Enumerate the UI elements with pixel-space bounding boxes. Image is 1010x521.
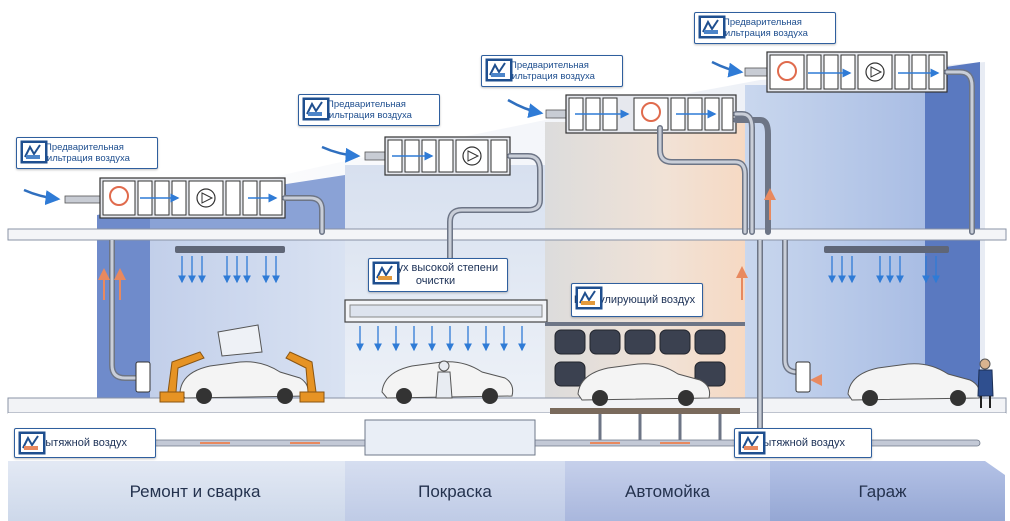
zone-bg-repair xyxy=(8,461,345,521)
intake-arrows xyxy=(23,60,744,206)
worker-icon xyxy=(435,360,453,399)
exhaust-text: Вытяжной воздух xyxy=(38,436,127,449)
zone-paint: Покраска xyxy=(418,481,492,501)
prefilter-text: Предварительная фильтрация воздуха xyxy=(39,142,130,164)
high-purity-text: Воздух высокой степени очистки xyxy=(372,262,499,287)
exhaust-text: Вытяжной воздух xyxy=(756,436,845,449)
exhaust-grille-repair xyxy=(135,361,151,393)
circulating-text: Циркулирующий воздух xyxy=(573,293,696,306)
prefilter-label-garage: Предварительная фильтрация воздуха xyxy=(694,12,836,44)
air-unit-garage xyxy=(744,51,948,93)
filter-unit-icon xyxy=(738,431,766,455)
zone-wash: Автомойка xyxy=(625,481,710,501)
car-icon xyxy=(577,363,711,406)
underfloor-pipes xyxy=(598,414,722,440)
worker-icon xyxy=(977,358,994,408)
filter-unit-icon xyxy=(698,15,726,39)
zone-bg-wash xyxy=(565,461,770,521)
filter-unit-icon xyxy=(20,140,48,164)
zone-garage: Гараж xyxy=(858,481,907,501)
prefilter-text: Предварительная фильтрация воздуха xyxy=(717,17,808,39)
air-unit-paint xyxy=(364,136,511,176)
prefilter-text: Предварительная фильтрация воздуха xyxy=(321,99,412,121)
diffusers-repair xyxy=(175,246,285,284)
diffusers-garage xyxy=(824,246,949,284)
filter-unit-icon xyxy=(485,58,513,82)
prefilter-label-repair: Предварительная фильтрация воздуха xyxy=(16,137,158,169)
zone-bg-garage xyxy=(770,461,1005,521)
robot-icon xyxy=(159,351,325,403)
car-door-panel xyxy=(217,324,263,357)
prefilter-text: Предварительная фильтрация воздуха xyxy=(504,60,595,82)
ceiling-beam xyxy=(7,228,1007,241)
paint-pit xyxy=(364,419,536,456)
exhaust-grille-garage xyxy=(795,361,811,393)
exhaust-label-right: Вытяжной воздух xyxy=(734,428,872,458)
filter-unit-icon xyxy=(575,286,603,310)
filter-unit-icon xyxy=(18,431,46,455)
car-icon xyxy=(847,363,981,406)
filter-unit-icon xyxy=(302,97,330,121)
duct-inner xyxy=(283,70,974,264)
paint-ceiling-filter xyxy=(344,299,548,352)
zone-repair: Ремонт и сварка xyxy=(129,481,261,501)
wash-rollers xyxy=(554,329,726,387)
exhaust-label-left: Вытяжной воздух xyxy=(14,428,156,458)
air-unit-repair xyxy=(64,177,286,219)
prefilter-label-wash: Предварительная фильтрация воздуха xyxy=(481,55,623,87)
filter-unit-icon xyxy=(372,261,400,285)
exhaust-arrows xyxy=(60,188,822,444)
wash-grate xyxy=(550,408,740,414)
prefilter-label-paint: Предварительная фильтрация воздуха xyxy=(298,94,440,126)
high-purity-label: Воздух высокой степени очистки xyxy=(368,258,508,292)
air-unit-wash xyxy=(545,94,737,134)
circulating-label: Циркулирующий воздух xyxy=(571,283,703,317)
wash-frame xyxy=(545,322,745,326)
zone-bg-paint xyxy=(345,461,565,521)
